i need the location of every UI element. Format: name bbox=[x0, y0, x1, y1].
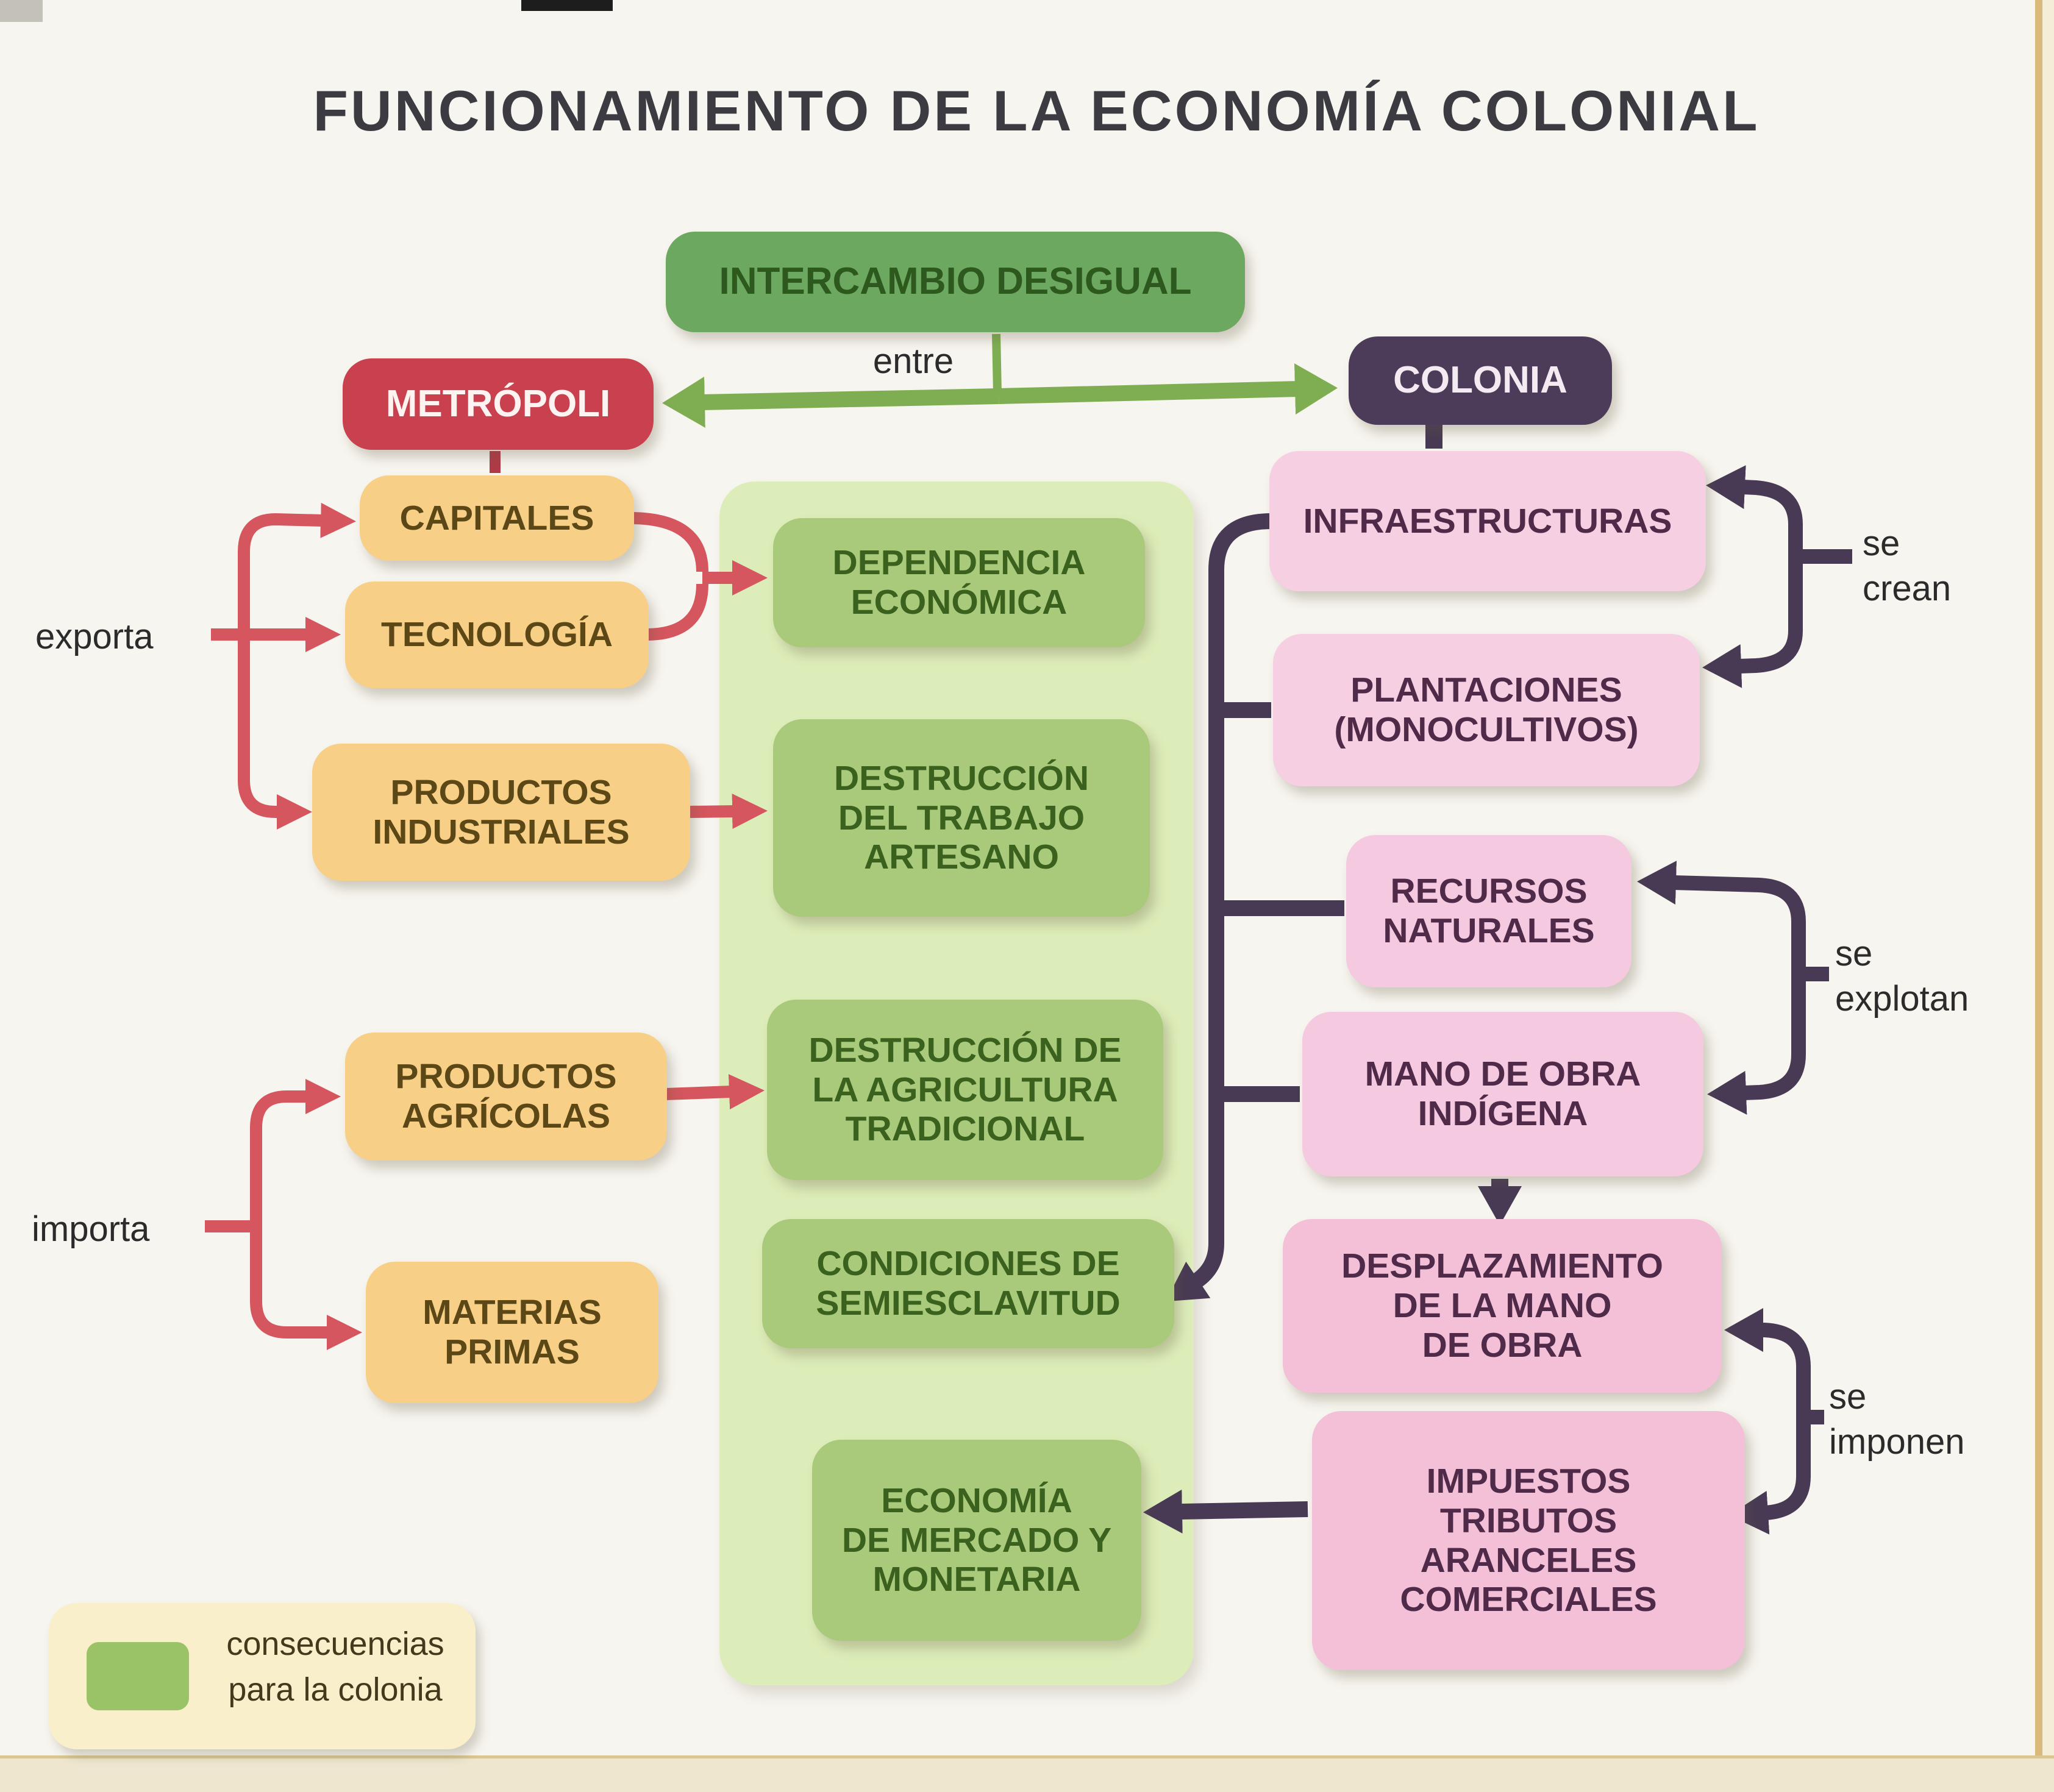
edge-label-se-crean: se crean bbox=[1863, 524, 1952, 609]
node-colonia: COLONIA bbox=[1349, 336, 1612, 425]
arrow-colonia-spine-condiciones bbox=[1166, 513, 1272, 1302]
node-mano-de-obra-indigena: MANO DE OBRA INDÍGENA bbox=[1302, 1012, 1703, 1176]
arrow-se-imponen-impuestos bbox=[1729, 1417, 1811, 1535]
edge-label-exporta: exporta bbox=[35, 617, 154, 656]
page-edge-line bbox=[2035, 0, 2042, 1792]
arrow-se-explotan-mano-de-obra bbox=[1707, 974, 1806, 1115]
edge-label-importa: importa bbox=[32, 1209, 150, 1249]
line-tecnologia-join bbox=[647, 583, 708, 641]
arrow-se-crean-infraestructuras bbox=[1706, 465, 1803, 556]
node-capitales: CAPITALES bbox=[360, 475, 634, 561]
node-condiciones-semiesclavitud: CONDICIONES DE SEMIESCLAVITUD bbox=[762, 1219, 1174, 1348]
arrow-exporta-productos-industriales bbox=[238, 635, 312, 830]
photo-corner-artifact bbox=[0, 0, 43, 22]
arrow-agricolas-agricultura-tradicional bbox=[665, 1074, 765, 1110]
arrow-importa-productos-agricolas bbox=[250, 1079, 341, 1226]
arrow-impuestos-economia bbox=[1143, 1489, 1308, 1534]
node-desplazamiento-mano-de-obra: DESPLAZAMIENTO DE LA MANO DE OBRA bbox=[1283, 1219, 1722, 1393]
node-productos-industriales: PRODUCTOS INDUSTRIALES bbox=[312, 744, 690, 881]
node-economia-mercado-monetaria: ECONOMÍA DE MERCADO Y MONETARIA bbox=[812, 1440, 1141, 1641]
page-edge-strip bbox=[2042, 0, 2054, 1792]
node-impuestos-tributos: IMPUESTOS TRIBUTOS ARANCELES COMERCIALES bbox=[1312, 1411, 1745, 1670]
node-destruccion-agricultura-tradicional: DESTRUCCIÓN DE LA AGRICULTURA TRADICIONA… bbox=[767, 1000, 1163, 1180]
line-intercambio-entre bbox=[992, 333, 1002, 394]
arrow-se-crean-plantaciones bbox=[1702, 556, 1803, 688]
photo-edge-artifact bbox=[521, 0, 613, 11]
node-recursos-naturales: RECURSOS NATURALES bbox=[1346, 835, 1631, 987]
legend: consecuencias para la colonia bbox=[49, 1603, 476, 1749]
arrow-industriales-trabajo-artesano bbox=[688, 794, 768, 830]
arrow-importa-materias-primas bbox=[250, 1226, 362, 1350]
node-intercambio-desigual: INTERCAMBIO DESIGUAL bbox=[666, 232, 1245, 332]
page-title: FUNCIONAMIENTO DE LA ECONOMÍA COLONIAL bbox=[313, 79, 1760, 143]
legend-label: consecuencias para la colonia bbox=[226, 1626, 444, 1708]
edge-label-se-explotan: se explotan bbox=[1835, 934, 1969, 1019]
arrow-entre-metropoli bbox=[662, 376, 999, 428]
page-bottom-strip bbox=[0, 1755, 2054, 1792]
arrow-se-imponen-desplazamiento bbox=[1724, 1308, 1811, 1417]
arrow-se-explotan-recursos bbox=[1637, 861, 1806, 974]
node-productos-agricolas: PRODUCTOS AGRÍCOLAS bbox=[345, 1033, 667, 1161]
node-plantaciones-monocultivos: PLANTACIONES (MONOCULTIVOS) bbox=[1273, 634, 1700, 786]
node-tecnologia: TECNOLOGÍA bbox=[345, 581, 649, 688]
node-materias-primas: MATERIAS PRIMAS bbox=[366, 1262, 658, 1403]
node-destruccion-trabajo-artesano: DESTRUCCIÓN DEL TRABAJO ARTESANO bbox=[773, 719, 1150, 917]
arrow-entre-colonia bbox=[998, 363, 1338, 415]
line-capitales-join bbox=[632, 512, 708, 572]
node-dependencia-economica: DEPENDENCIA ECONÓMICA bbox=[773, 518, 1145, 647]
edge-label-entre: entre bbox=[872, 341, 954, 381]
node-infraestructuras: INFRAESTRUCTURAS bbox=[1269, 451, 1706, 591]
node-metropoli: METRÓPOLI bbox=[343, 358, 654, 450]
edge-label-se-imponen: se imponen bbox=[1829, 1377, 1965, 1462]
legend-swatch bbox=[87, 1642, 189, 1710]
arrow-exporta-capitales bbox=[238, 502, 356, 635]
